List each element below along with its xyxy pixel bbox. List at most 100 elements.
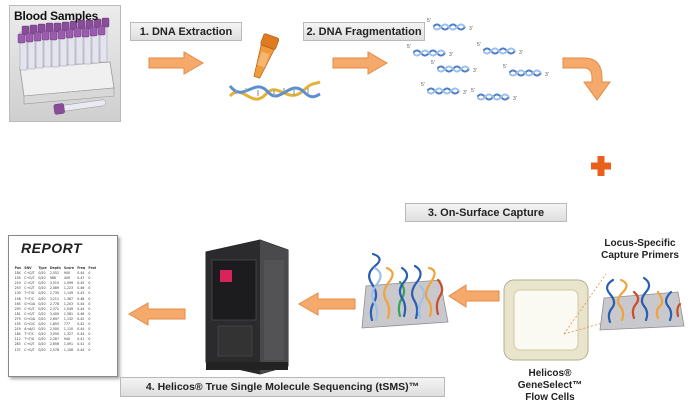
three-prime-end: 3' [519,50,523,56]
report-cell: 2,287 [49,337,59,342]
report-cell: 184 [14,332,21,337]
report-cell: 0/20 [38,306,46,311]
report-cell: 0/20 [38,327,46,332]
arrow-left-1 [448,284,500,308]
arrow-right-1 [148,51,204,75]
blood-samples-image [9,5,121,122]
arrow-curve-down [562,57,611,101]
report-column-header: Freq [77,266,86,270]
report-cell: C→G/T [24,306,35,311]
report-cell: 0.41 [77,337,85,342]
report-cell: A→A/G [24,327,35,332]
report-cell: 0 [88,322,91,327]
report-cell: 1,203 [63,301,74,306]
report-cell: 253 [14,286,21,291]
flow-cells-label-line-3: Flow Cells [525,392,575,403]
five-prime-end: 5' [421,82,425,88]
flow-cells-label-line-2: GeneSelect™ [517,380,583,391]
report-cell: 0 [88,291,91,296]
report-cell: 2,089 [49,286,59,291]
step-2-dna-fragmentation-label: 2. DNA Fragmentation [303,22,425,41]
report-cell: 0/20 [38,301,46,306]
report-cell: 0 [88,276,91,281]
three-prime-end: 3' [449,52,453,58]
arrow-left-3 [128,302,186,326]
report-column-header: Depth [49,266,61,270]
report-cell: 1,099 [63,281,74,286]
report-title: REPORT [21,240,83,256]
report-cell: 130 [14,291,21,296]
primers-surface-graphic [599,276,685,331]
report-cell: 0.47 [77,276,85,281]
report-cell: 0 [88,301,91,306]
report-cell: 0.44 [77,306,85,311]
report-cell: C→G/T [24,311,35,316]
report-cell: C→G/T [24,342,35,347]
report-cell: 219 [14,281,21,286]
three-prime-end: 3' [469,26,473,32]
report-cell: 0/20 [38,276,46,281]
dna-fragments: 5' 3' 5' 3' 5' 3' 5' 3' 5' 3' 5' 3' 5' 3… [405,18,575,118]
report-cell: 155 [14,322,21,327]
dna-extraction-graphic [228,33,321,101]
report-cell: 105 [14,276,21,281]
report-cell: 0 [88,306,91,311]
report-cell: 0 [88,271,91,276]
report-cell: 2,778 [49,301,59,306]
report-cell: 409 [63,276,71,281]
report-cell: 283 [14,342,21,347]
report-cell: 1,855 [49,322,59,327]
report-cell: 0/20 [38,347,46,352]
report-cell: 0.44 [77,332,85,337]
five-prime-end: 5' [427,18,431,24]
report-cell: 0/20 [38,296,46,301]
arrow-left-2 [298,292,356,316]
report-cell: 0 [88,337,91,342]
zoom-lines [563,273,607,335]
five-prime-end: 5' [471,88,475,94]
report-cell: 0/20 [38,316,46,321]
report-cell: 0 [88,332,91,337]
report-cell: 0.42 [77,322,85,327]
five-prime-end: 5' [407,44,411,50]
report-cell: 0 [88,281,91,286]
report-cell: C→G/T [24,271,35,276]
report-cell: 0/20 [38,342,46,347]
report-cell: 2,735 [49,291,59,296]
report-cell: 1,049 [63,306,74,311]
report-cell: 1,149 [63,291,74,296]
report-cell: 0.44 [77,327,85,332]
report-cell: 900 [63,271,71,276]
report-cell: 0.41 [77,342,85,347]
report-cell: 3,211 [49,296,59,301]
tube-rack-graphic [17,17,115,115]
report-cell: 3,050 [49,332,59,337]
report-cell: 219 [14,327,21,332]
capture-primers-label-line-2: Capture Primers [601,250,679,261]
captured-dna-surface-graphic [361,252,449,329]
report-cell: 0.45 [77,281,85,286]
report-cell: 0.43 [77,291,85,296]
report-cell: 0/20 [38,337,46,342]
three-prime-end: 3' [463,90,467,96]
report-cell: G→G/A [24,301,36,306]
report-cell: 0/20 [38,291,46,296]
report-cell: 0 [88,342,91,347]
report-cell: 0/20 [38,311,46,316]
report-cell: C→G/T [24,347,35,352]
report-cell: 777 [63,322,71,327]
report-cell: 1,223 [63,286,74,291]
report-cell: 1,091 [63,342,74,347]
report-cell: C→G/T [24,286,35,291]
report-cell: 0 [88,327,91,332]
